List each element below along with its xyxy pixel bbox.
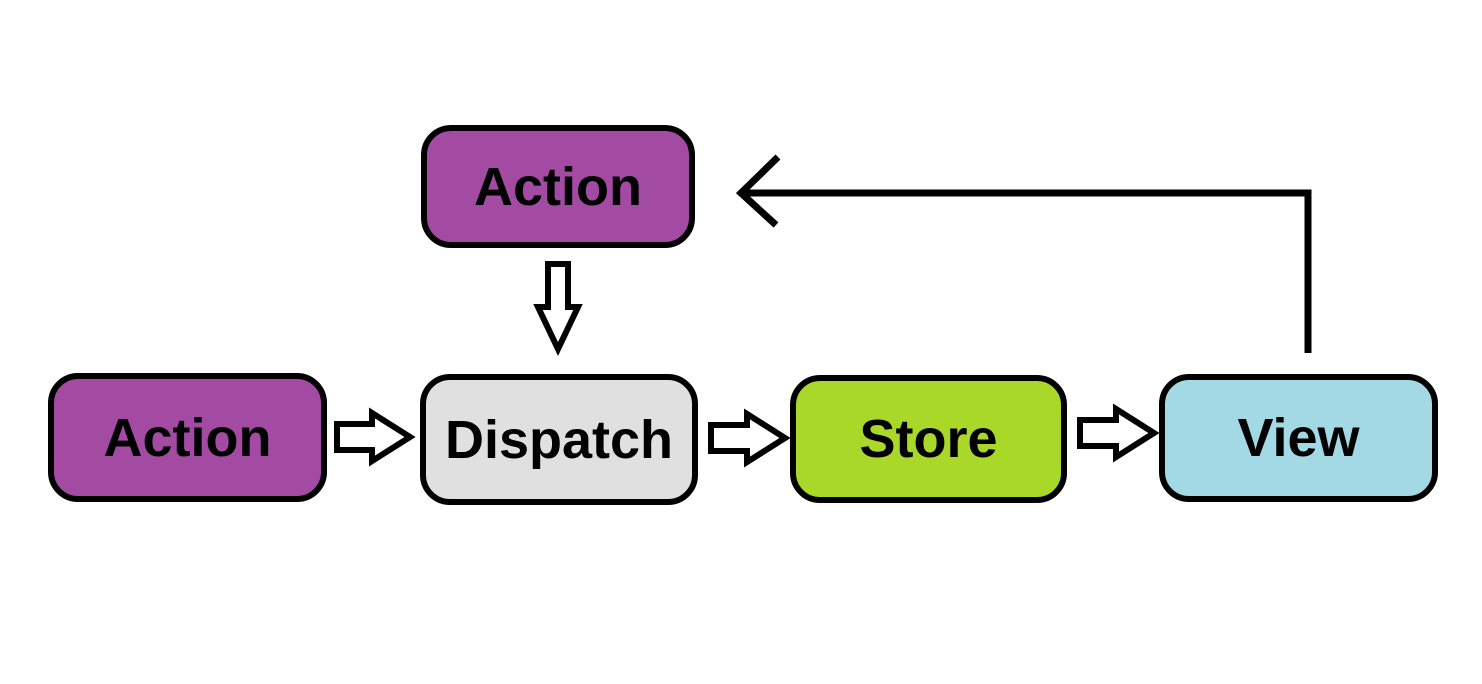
feedback-line — [741, 189, 1312, 353]
block-arrow-action-to-dispatch — [334, 407, 416, 467]
node-action-top-label: Action — [474, 156, 642, 217]
node-store-label: Store — [859, 409, 998, 469]
node-action-left: Action — [48, 373, 327, 502]
node-view: View — [1159, 374, 1438, 502]
node-dispatch-label: Dispatch — [444, 409, 674, 470]
feedback-arrowhead-icon — [735, 154, 781, 228]
node-action-left-label: Action — [103, 407, 272, 468]
line-arrow-view-to-action — [735, 154, 1312, 353]
node-action-top: Action — [421, 125, 695, 248]
block-arrow-actiontop-to-dispatch — [533, 261, 583, 356]
block-arrow-dispatch-to-store — [708, 408, 791, 468]
node-store: Store — [790, 375, 1067, 503]
node-dispatch: Dispatch — [420, 374, 698, 505]
block-arrow-store-to-view — [1077, 403, 1160, 463]
node-view-label: View — [1237, 408, 1360, 468]
